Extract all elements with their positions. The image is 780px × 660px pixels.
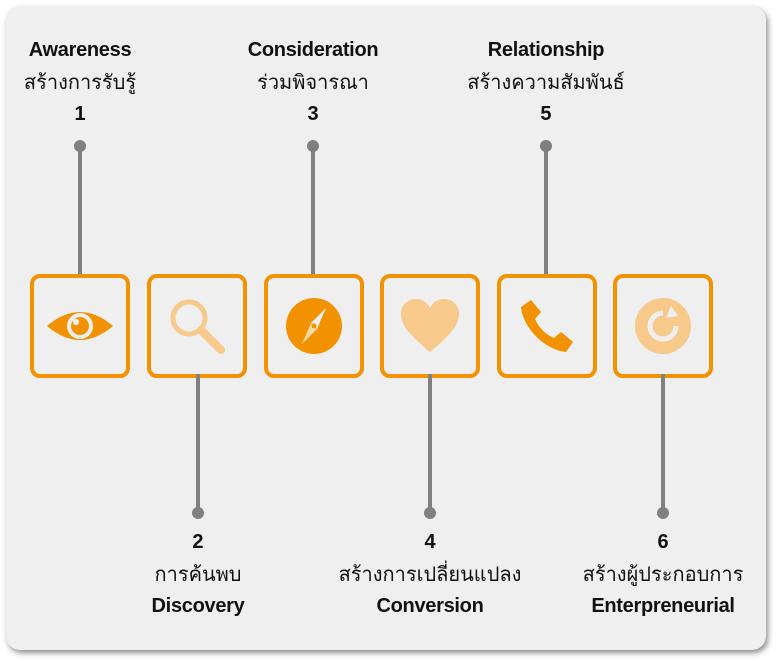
stage-2-number: 2 (192, 531, 204, 553)
stage-4-label: 4 สร้างการเปลี่ยนแปลง Conversion (339, 526, 522, 622)
stage-6-number: 6 (657, 531, 669, 553)
stage-1-box (30, 274, 130, 378)
eye-icon (47, 312, 113, 340)
stage-4-box (380, 274, 480, 378)
stage-5-title-en: Relationship (487, 39, 605, 61)
stage-1-title-th: สร้างการรับรู้ (23, 70, 137, 94)
stage-5-title-th: สร้างความสัมพันธ์ (467, 70, 625, 94)
stage-4-title-th: สร้างการเปลี่ยนแปลง (338, 562, 522, 586)
stage-3-number: 3 (307, 103, 319, 125)
stage-3-title-th: ร่วมพิจารณา (257, 70, 369, 94)
stage-1-label: Awareness สร้างการรับรู้ 1 (24, 34, 136, 130)
phone-icon (521, 300, 573, 352)
stage-3-title-en: Consideration (247, 39, 379, 61)
magnifier-icon (170, 299, 225, 354)
stage-4-connector-dot (424, 507, 436, 519)
stage-2-connector-dot (192, 507, 204, 519)
refresh-icon (635, 298, 691, 354)
stage-2-label: 2 การค้นพบ Discovery (152, 526, 245, 622)
stage-6-box (613, 274, 713, 378)
stage-2-box (147, 274, 247, 378)
stage-1-number: 1 (74, 103, 86, 125)
stage-5-connector-dot (540, 140, 552, 152)
stage-3-connector-dot (307, 140, 319, 152)
stage-3-box (264, 274, 364, 378)
stage-4-title-en: Conversion (376, 595, 484, 617)
heart-icon (401, 299, 459, 352)
stage-2-title-th: การค้นพบ (154, 562, 242, 586)
stage-1-connector (78, 146, 82, 276)
stage-5-box (497, 274, 597, 378)
stage-1-connector-dot (74, 140, 86, 152)
stage-6-connector (661, 374, 665, 514)
stage-5-number: 5 (540, 103, 552, 125)
stage-6-label: 6 สร้างผู้ประกอบการ Enterpreneurial (583, 526, 744, 622)
stage-4-number: 4 (424, 531, 436, 553)
stage-6-title-th: สร้างผู้ประกอบการ (582, 562, 744, 586)
stage-3-connector (311, 146, 315, 276)
stage-4-connector (428, 374, 432, 514)
stage-6-connector-dot (657, 507, 669, 519)
stage-2-title-en: Discovery (151, 595, 245, 617)
stage-1-title-en: Awareness (28, 39, 132, 61)
stage-5-label: Relationship สร้างความสัมพันธ์ 5 (467, 34, 624, 130)
stage-6-title-en: Enterpreneurial (591, 595, 735, 617)
stage-2-connector (196, 374, 200, 514)
stage-3-label: Consideration ร่วมพิจารณา 3 (248, 34, 379, 130)
stage-5-connector (544, 146, 548, 276)
compass-icon (286, 298, 342, 354)
